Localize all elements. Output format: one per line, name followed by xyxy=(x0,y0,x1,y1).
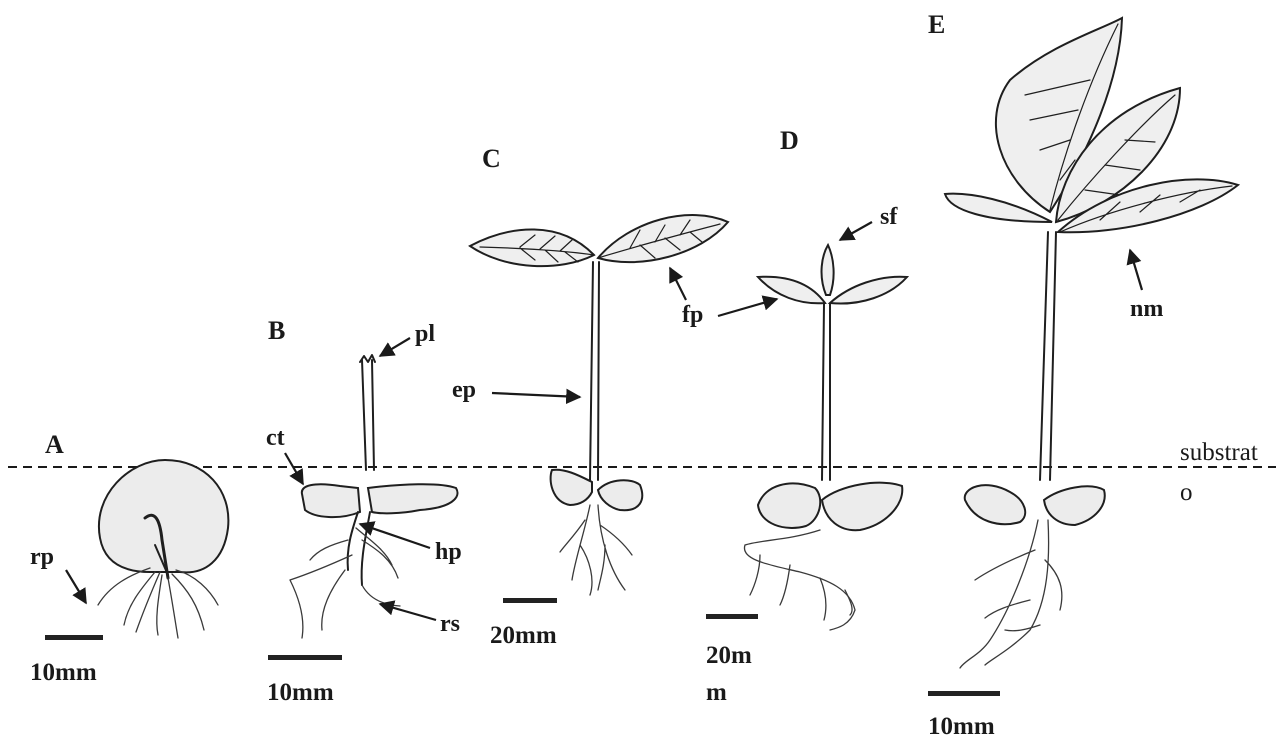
pl-arrow xyxy=(380,338,410,356)
scale-label-b: 10mm xyxy=(267,680,334,705)
part-label-ep: ep xyxy=(452,378,476,402)
substrate-label-line2: o xyxy=(1180,480,1193,505)
part-label-rs: rs xyxy=(440,612,460,636)
part-label-pl: pl xyxy=(415,322,435,346)
scale-bar-a xyxy=(45,635,103,640)
scale-bar-d xyxy=(706,614,758,619)
part-label-nm: nm xyxy=(1130,297,1163,321)
scale-label-e: 10mm xyxy=(928,714,995,739)
part-label-sf: sf xyxy=(880,205,897,229)
seedling-e xyxy=(945,18,1238,668)
scale-label-d-line2: m xyxy=(706,680,727,705)
rs-arrow xyxy=(380,604,436,620)
ct-arrow xyxy=(285,453,303,484)
rp-arrow xyxy=(66,570,86,603)
part-label-hp: hp xyxy=(435,540,462,564)
ep-arrow xyxy=(492,393,580,397)
part-label-ct: ct xyxy=(266,426,285,450)
sf-arrow xyxy=(840,222,872,240)
part-label-fp: fp xyxy=(682,303,703,327)
nm-arrow xyxy=(1130,250,1142,290)
scale-bar-b xyxy=(268,655,342,660)
seedling-a xyxy=(98,460,228,638)
fp-arrow-d xyxy=(718,299,777,316)
part-label-rp: rp xyxy=(30,545,54,569)
scale-label-d-line1: 20m xyxy=(706,643,752,668)
fp-arrow-c xyxy=(670,268,686,300)
panel-label-b: B xyxy=(268,318,285,344)
scale-bar-c xyxy=(503,598,557,603)
scale-bar-e xyxy=(928,691,1000,696)
scale-label-a: 10mm xyxy=(30,660,97,685)
seedling-d xyxy=(744,245,907,630)
panel-label-e: E xyxy=(928,12,945,38)
panel-label-d: D xyxy=(780,128,799,154)
panel-label-c: C xyxy=(482,146,501,172)
panel-label-a: A xyxy=(45,432,64,458)
scale-label-c: 20mm xyxy=(490,623,557,648)
hp-arrow xyxy=(360,524,430,548)
substrate-label-line1: substrat xyxy=(1180,440,1258,465)
seedling-b xyxy=(290,355,458,638)
seedling-c xyxy=(470,215,728,595)
